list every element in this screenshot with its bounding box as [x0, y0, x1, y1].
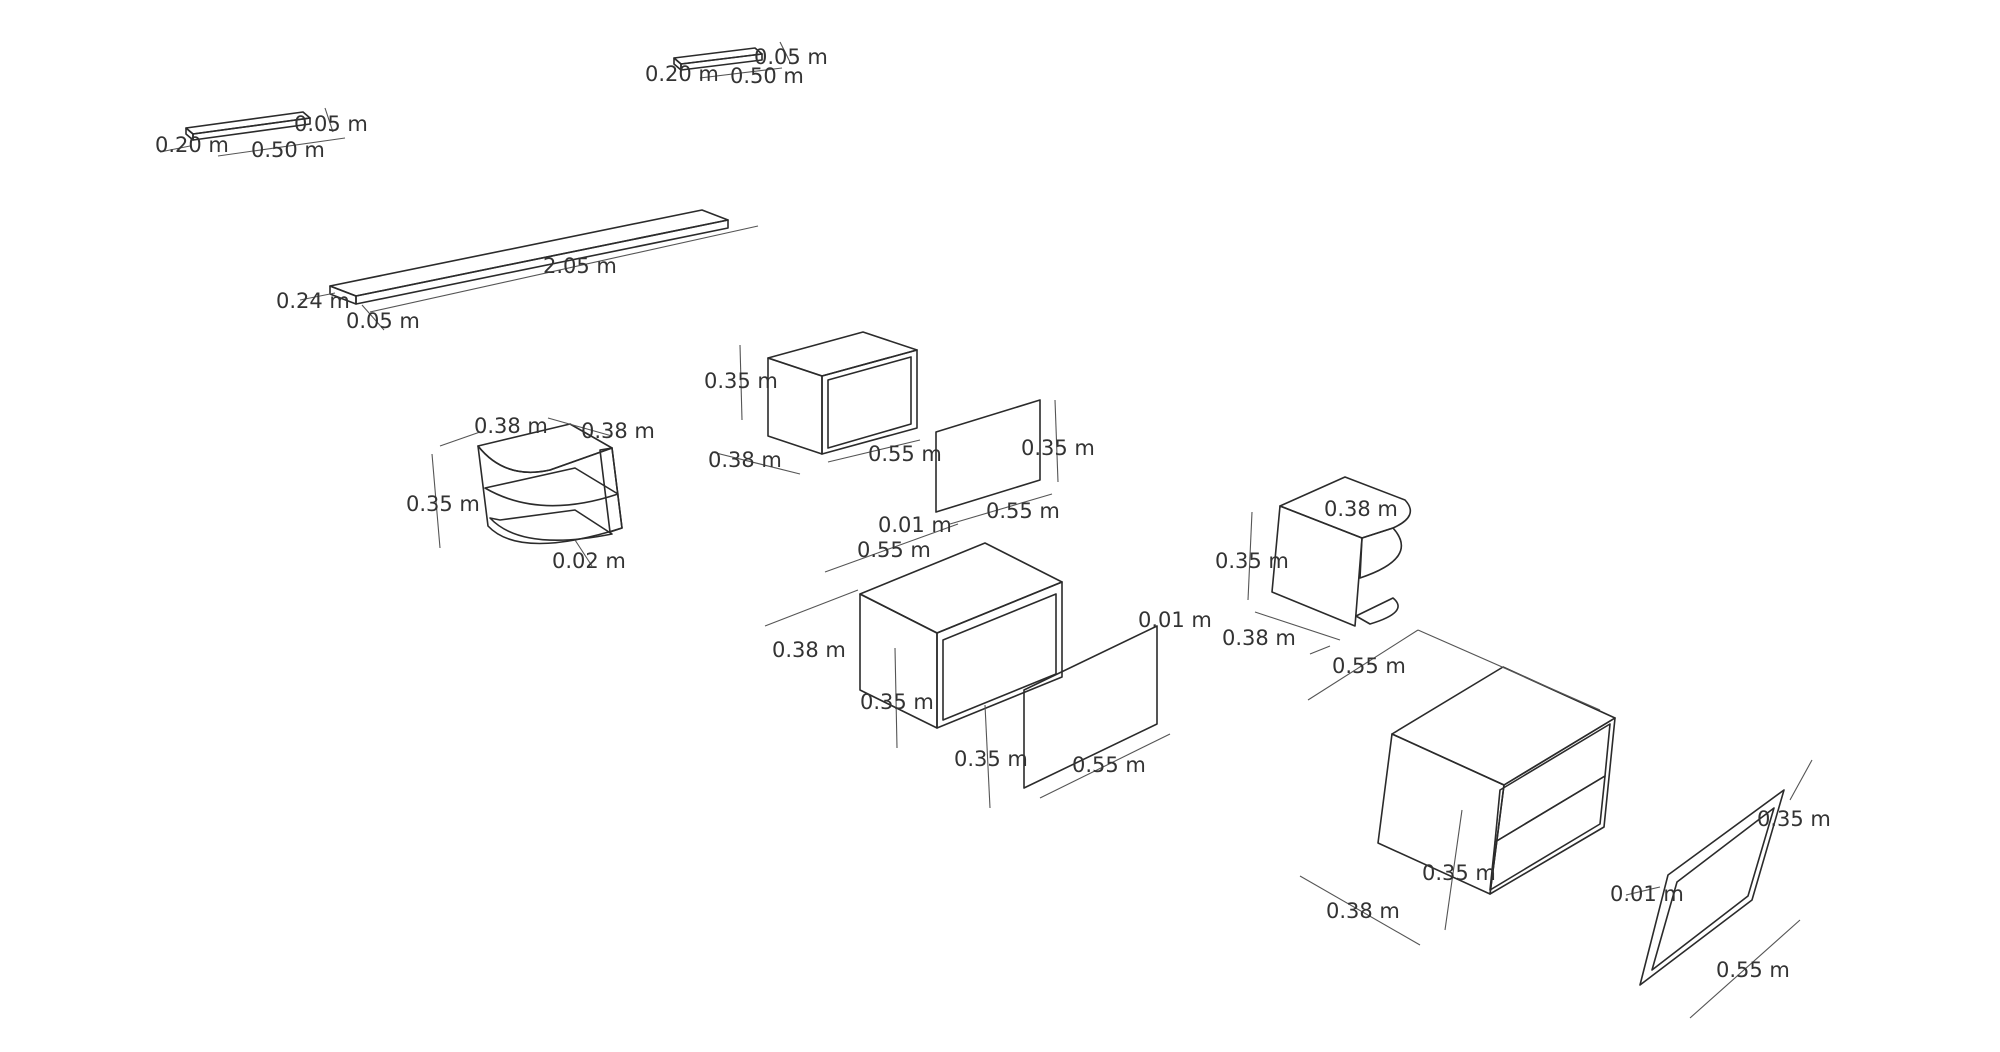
dim-label: 0.55 m	[868, 442, 942, 466]
dim-label: 0.24 m	[276, 289, 350, 313]
dim-label: 0.35 m	[1021, 436, 1095, 460]
dim-label: 0.01 m	[1610, 882, 1684, 906]
dim-label: 0.35 m	[406, 492, 480, 516]
open-cube-box-1[interactable]	[767, 331, 918, 455]
dim-label: 0.35 m	[1422, 861, 1496, 885]
dim-label: 0.38 m	[708, 448, 782, 472]
dim-label: 0.35 m	[954, 747, 1028, 771]
dim-label: 0.38 m	[474, 414, 548, 438]
back-panel-1[interactable]	[935, 399, 1041, 513]
dimension-lines-box-2	[764, 523, 959, 749]
dim-label: 0.55 m	[1072, 753, 1146, 777]
rounded-shelf-unit[interactable]	[1271, 476, 1412, 627]
dim-label: 0.35 m	[1757, 807, 1831, 831]
dim-label: 0.20 m	[155, 133, 229, 157]
dim-label: 0.55 m	[986, 499, 1060, 523]
back-panel-2[interactable]	[1023, 625, 1158, 789]
dim-label: 0.05 m	[754, 45, 828, 69]
dimension-lines-corner-unit	[431, 417, 613, 567]
dim-label: 0.38 m	[772, 638, 846, 662]
dim-label: 2.05 m	[543, 254, 617, 278]
dim-label: 0.05 m	[346, 309, 420, 333]
dim-label: 0.55 m	[857, 538, 931, 562]
dimension-lines-panel-2	[984, 704, 1171, 809]
dimension-lines-panel-3	[1625, 759, 1813, 1019]
dim-label: 0.38 m	[1324, 497, 1398, 521]
small-shelf-board-a[interactable]	[185, 111, 311, 141]
dimension-lines-shelf-b	[699, 41, 791, 79]
dimension-lines-panel-1	[949, 399, 1059, 525]
dim-label: 0.55 m	[1332, 654, 1406, 678]
dimension-lines-box-3	[1299, 629, 1601, 946]
dim-label: 0.01 m	[878, 513, 952, 537]
dimension-labels: 0.20 m 0.50 m 0.05 m 0.20 m 0.50 m 0.05 …	[155, 45, 1831, 982]
dimension-lines-rounded-unit	[1247, 511, 1341, 655]
dim-label: 0.38 m	[1222, 626, 1296, 650]
dim-label: 0.38 m	[1326, 899, 1400, 923]
dim-label: 0.01 m	[1138, 608, 1212, 632]
blue-panel-3[interactable]	[1639, 789, 1785, 986]
small-shelf-board-b[interactable]	[673, 47, 763, 71]
dim-label: 0.55 m	[1716, 958, 1790, 982]
dim-label: 0.05 m	[294, 112, 368, 136]
dim-label: 0.35 m	[1215, 549, 1289, 573]
dimension-lines-box-1	[711, 344, 921, 475]
dim-label: 0.35 m	[704, 369, 778, 393]
dim-label: 0.02 m	[552, 549, 626, 573]
dim-label: 0.20 m	[645, 62, 719, 86]
cube-with-shelf-box-3[interactable]	[1377, 666, 1616, 895]
dim-label: 0.50 m	[730, 64, 804, 88]
long-shelf-board[interactable]	[329, 209, 729, 305]
dim-label: 0.50 m	[251, 138, 325, 162]
dimension-lines-shelf-a	[159, 107, 346, 157]
dimension-lines-long-board	[299, 225, 759, 331]
dim-label: 0.35 m	[860, 690, 934, 714]
dim-label: 0.38 m	[581, 419, 655, 443]
corner-shelf-unit[interactable]	[477, 423, 623, 545]
